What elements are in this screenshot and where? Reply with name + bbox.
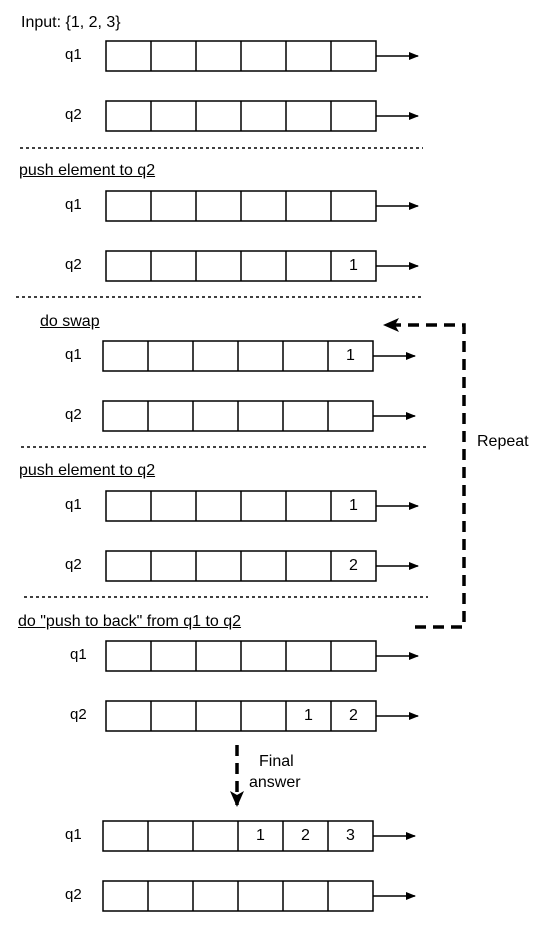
queue-cell-value: 1 [304,707,313,724]
queue-name-q2: q2 [65,256,82,273]
queue-name-q2: q2 [65,406,82,423]
queue-name-q1: q1 [65,196,82,213]
repeat-label: Repeat [477,433,529,450]
repeat-loop-arrow [383,318,466,629]
queue-name-q1: q1 [65,826,82,843]
final-label-line2: answer [249,774,301,791]
queue-cell-value: 1 [349,497,358,514]
final-label-line1: Final [259,753,294,770]
diagram-title: Input: {1, 2, 3} [21,14,121,31]
step-heading: push element to q2 [19,162,156,179]
queue-cell-value: 2 [301,827,310,844]
step-heading: do "push to back" from q1 to q2 [18,613,242,630]
queue-cell-value: 2 [349,707,358,724]
step-heading: do swap [40,313,100,330]
queue-name-q1: q1 [65,46,82,63]
queue-cell-value: 3 [346,827,355,844]
queue-cell-value: 2 [349,557,358,574]
queue-cell-value: 1 [256,827,265,844]
queue-name-q1: q1 [65,496,82,513]
queue-name-q1: q1 [65,346,82,363]
queue-name-q2: q2 [65,886,82,903]
queue-cell-value: 1 [349,257,358,274]
queue-name-q2: q2 [65,556,82,573]
step-heading: push element to q2 [19,462,156,479]
queue-name-q2: q2 [70,706,87,723]
queue-cell-value: 1 [346,347,355,364]
queue-name-q1: q1 [70,646,87,663]
queue-name-q2: q2 [65,106,82,123]
